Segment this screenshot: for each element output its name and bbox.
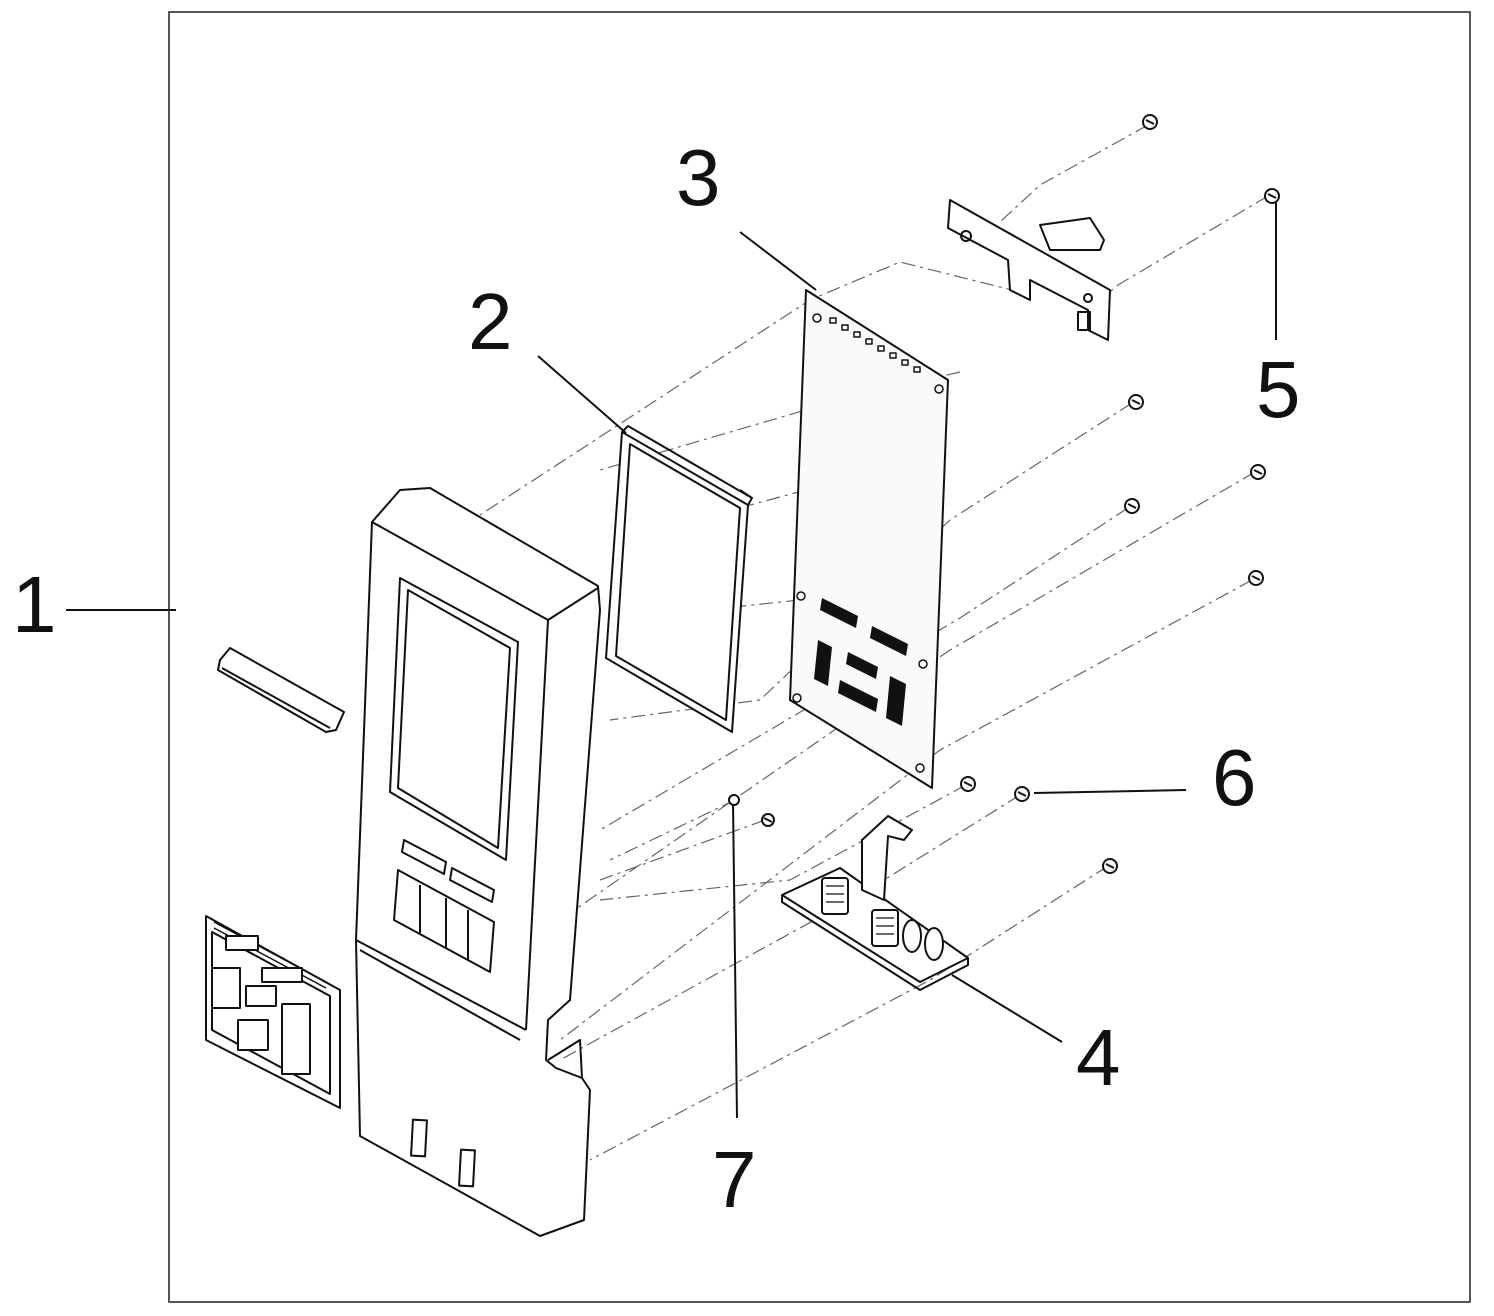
dispenser-housing <box>355 487 601 1237</box>
screw <box>1248 570 1264 586</box>
screw <box>1014 786 1030 802</box>
screw <box>1264 188 1280 204</box>
callout-4: 4 <box>1076 1013 1121 1102</box>
trim-rail <box>217 647 345 733</box>
pcb-connector-row <box>829 317 921 373</box>
screw <box>1128 394 1144 410</box>
screw <box>1142 114 1158 130</box>
leader-lines <box>66 200 1277 1119</box>
mounting-bracket <box>947 199 1111 341</box>
screw <box>1250 464 1266 480</box>
screw <box>960 776 976 792</box>
screw <box>1102 858 1118 874</box>
screw <box>761 813 775 827</box>
control-pcb <box>789 289 949 789</box>
callout-3: 3 <box>676 133 721 222</box>
screw <box>728 794 740 806</box>
callout-2: 2 <box>468 277 513 366</box>
callout-5: 5 <box>1256 345 1301 434</box>
screws <box>728 114 1280 874</box>
callout-6: 6 <box>1212 733 1257 822</box>
callout-1: 1 <box>12 560 57 649</box>
diagram-frame <box>168 11 1471 1303</box>
pcb-mount-holes <box>792 313 944 773</box>
pcb-chips <box>814 598 908 726</box>
assembly-guide-lines <box>479 124 1269 1161</box>
display-window <box>605 425 753 733</box>
screw <box>1124 498 1140 514</box>
switch-assembly <box>205 915 341 1109</box>
callout-7: 7 <box>712 1135 757 1224</box>
sub-pcb <box>781 815 969 991</box>
